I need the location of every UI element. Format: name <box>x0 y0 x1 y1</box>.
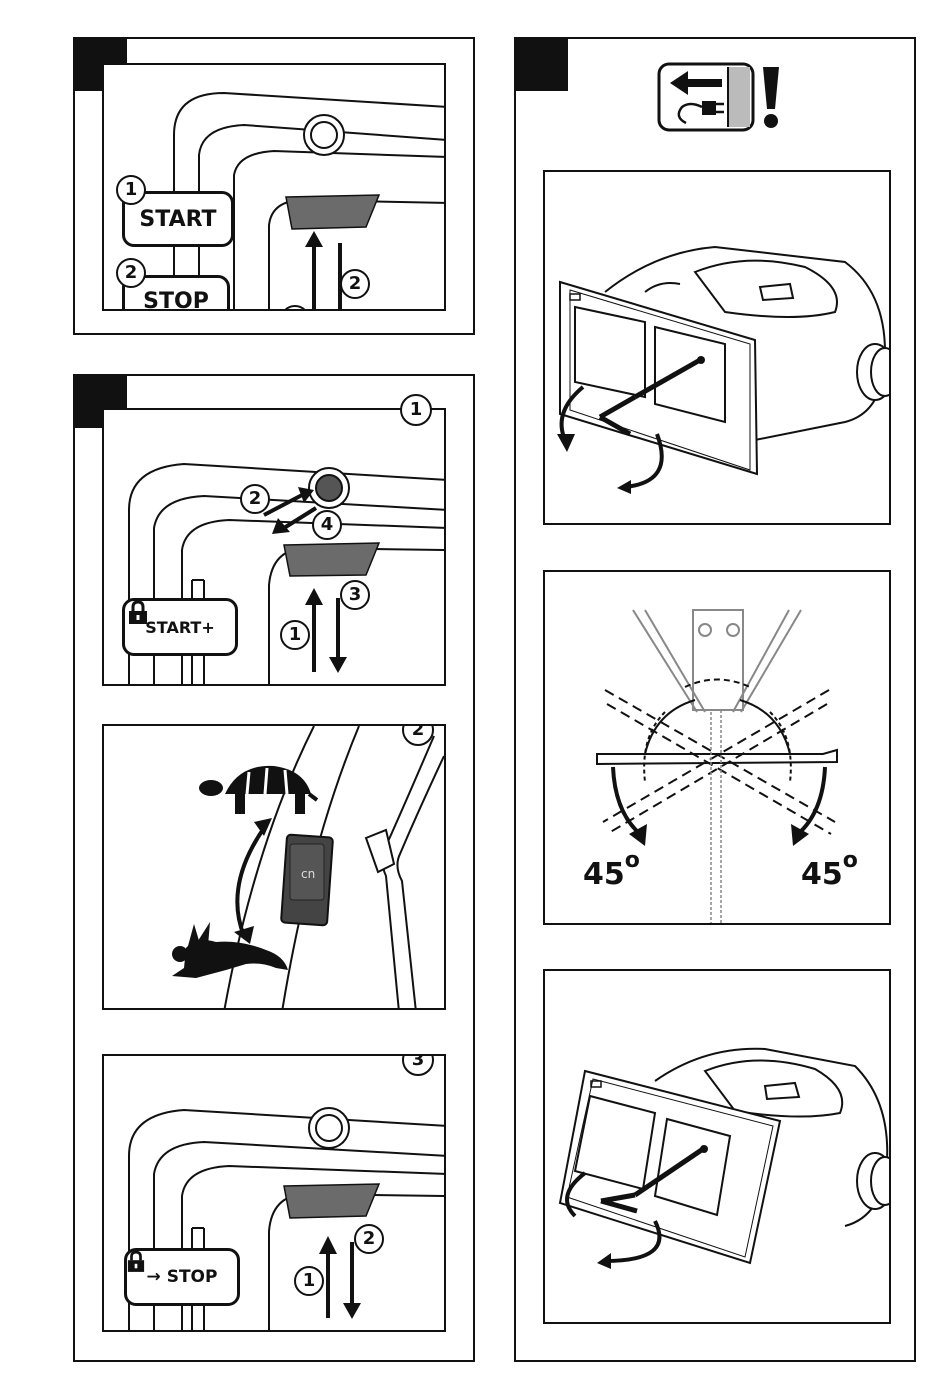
angle-right-value: 45 <box>801 857 843 892</box>
arrow-label-1: 1 <box>280 620 310 650</box>
panel-number-1: 1 <box>400 394 432 426</box>
degree-symbol: o <box>625 848 640 873</box>
tortoise-icon <box>199 754 319 824</box>
angle-left-value: 45 <box>583 857 625 892</box>
panel-start-lock: START+ 2 4 3 1 <box>102 408 446 686</box>
start-lock-button: START+ <box>122 598 238 656</box>
base-plate-drawing <box>545 971 891 1324</box>
frame-operation: START+ 2 4 3 1 cn <box>73 374 475 1362</box>
arrow-label-2: 2 <box>354 1224 384 1254</box>
base-plate-drawing <box>545 172 891 525</box>
step-badge-1: 1 <box>116 175 146 205</box>
section-tab <box>516 39 568 91</box>
svg-text:cn: cn <box>301 867 315 881</box>
panel-tighten-base <box>543 969 891 1324</box>
frame-start-stop: START STOP 1 2 2 1 <box>73 37 475 335</box>
panel-loosen-base <box>543 170 891 525</box>
exclamation-icon <box>758 65 784 129</box>
step-badge-2: 2 <box>240 484 270 514</box>
arrow-label-3: 3 <box>340 580 370 610</box>
lock-stop-button: → STOP <box>124 1248 240 1306</box>
panel-bevel-angle: 45o 45o <box>543 570 891 925</box>
panel-speed: cn 2 <box>102 724 446 1010</box>
panel-lock-stop: → STOP 2 1 3 <box>102 1054 446 1332</box>
panel-start-stop: START STOP 1 2 2 1 <box>102 63 446 311</box>
lock-icon <box>128 601 148 625</box>
arrow-label-1: 1 <box>294 1266 324 1296</box>
start-lock-label: START+ <box>145 618 215 637</box>
unplug-icon <box>656 61 756 133</box>
lock-icon <box>127 1251 145 1273</box>
start-button-label: START <box>139 207 216 232</box>
stop-button-label: STOP <box>143 289 209 312</box>
lock-stop-label: → STOP <box>147 1267 218 1287</box>
bevel-angle-right: 45o <box>801 854 858 892</box>
arrow-label-2: 2 <box>340 269 370 299</box>
step-badge-4: 4 <box>312 510 342 540</box>
bevel-angle-left: 45o <box>583 854 640 892</box>
hare-icon <box>166 918 296 988</box>
frame-bevel-adjust: 45o 45o <box>514 37 916 1362</box>
step-badge-2: 2 <box>116 258 146 288</box>
degree-symbol: o <box>843 848 858 873</box>
